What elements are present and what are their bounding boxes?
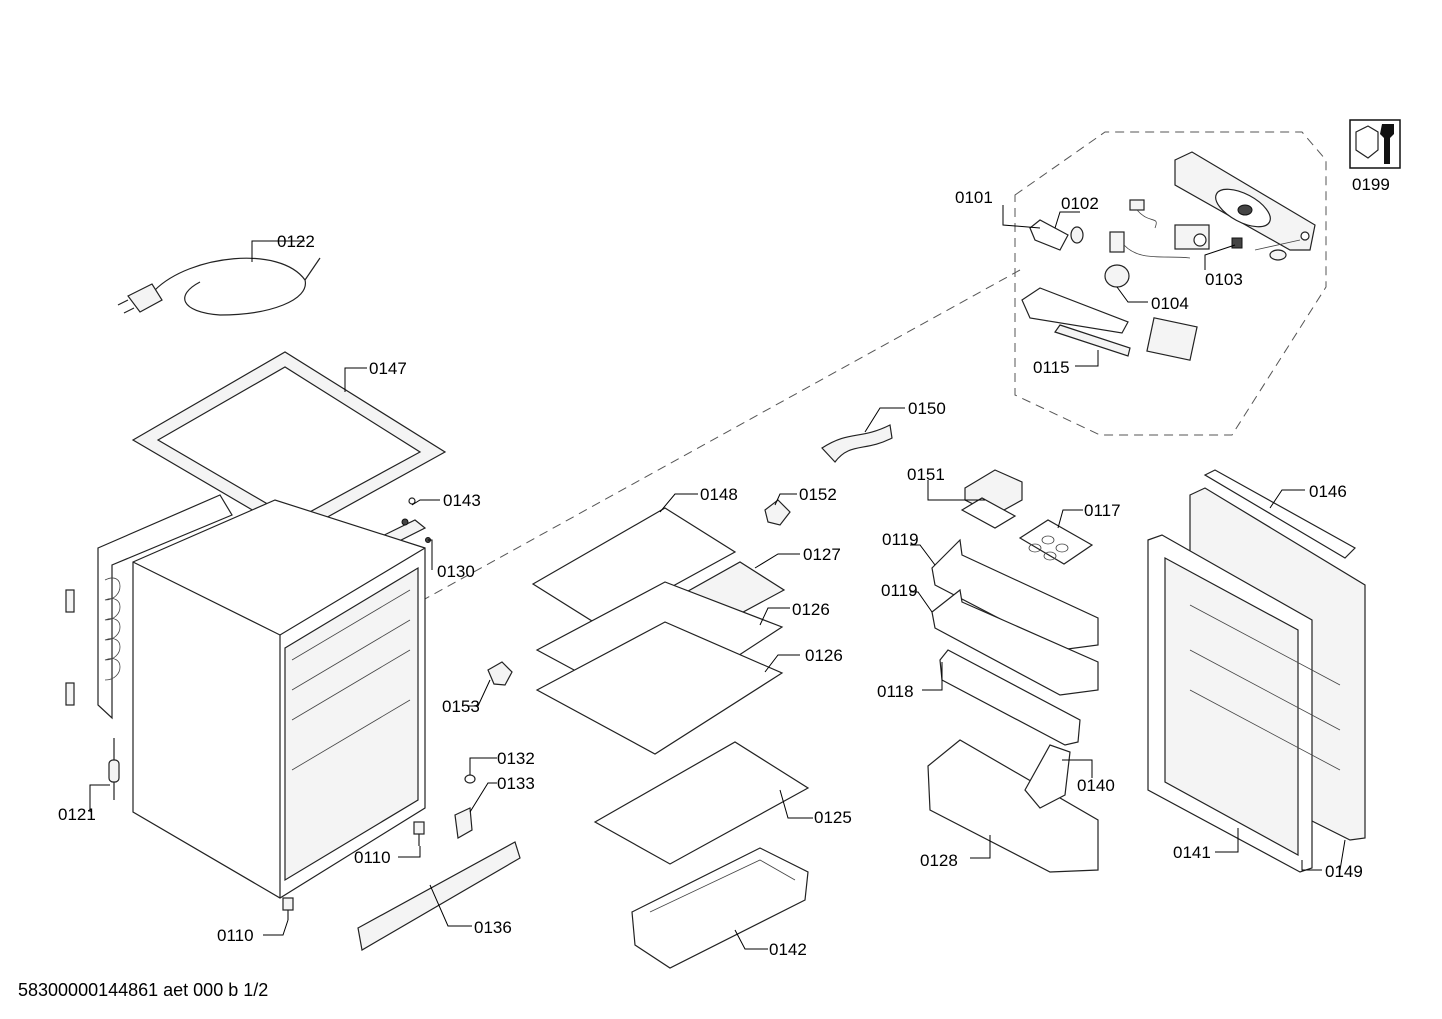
label-0103: 0103 <box>1205 270 1243 289</box>
label-0146: 0146 <box>1309 482 1347 501</box>
label-0142: 0142 <box>769 940 807 959</box>
wiring-components <box>1109 199 1301 261</box>
filter-drier <box>108 738 120 800</box>
shelves <box>531 507 786 755</box>
label-0147: 0147 <box>369 359 407 378</box>
refrigerator-cabinet <box>65 494 426 899</box>
egg-tray <box>1018 519 1094 565</box>
callout-labels: 0199 0101 0102 0103 0104 0115 0122 0147 … <box>58 175 1390 959</box>
glass-plate <box>593 741 810 865</box>
label-0115: 0115 <box>1033 358 1070 377</box>
label-0117: 0117 <box>1084 501 1121 520</box>
label-0126-lower: 0126 <box>805 646 843 665</box>
washer <box>464 774 476 784</box>
label-0132: 0132 <box>497 749 535 768</box>
label-0101: 0101 <box>955 188 993 207</box>
thermostat-knob <box>1104 264 1130 288</box>
thermostat-housing <box>1174 151 1316 251</box>
label-0153: 0153 <box>442 697 480 716</box>
assembly-group-connector <box>404 269 1021 611</box>
hinge <box>454 807 473 839</box>
label-0110-upper: 0110 <box>354 848 391 867</box>
bottle-rack <box>821 424 893 463</box>
door-stop <box>764 499 791 526</box>
lamp-cover <box>1021 287 1198 361</box>
wrench-nut-icon <box>1349 119 1401 169</box>
label-0128: 0128 <box>920 851 958 870</box>
hinge-bearing <box>487 661 513 686</box>
label-0140: 0140 <box>1077 776 1115 795</box>
label-0104: 0104 <box>1151 294 1189 313</box>
label-0136: 0136 <box>474 918 512 937</box>
assembly-group-outline <box>1014 131 1327 436</box>
label-0149: 0149 <box>1325 862 1363 881</box>
label-0143: 0143 <box>443 491 481 510</box>
power-cord <box>117 257 321 316</box>
label-0148: 0148 <box>700 485 738 504</box>
label-0130: 0130 <box>437 562 475 581</box>
label-0133: 0133 <box>497 774 535 793</box>
label-0119-lower: 0119 <box>881 581 918 600</box>
label-0141: 0141 <box>1173 843 1211 862</box>
label-0127: 0127 <box>803 545 841 564</box>
label-0152: 0152 <box>799 485 837 504</box>
label-0151: 0151 <box>907 465 945 484</box>
label-0126-upper: 0126 <box>792 600 830 619</box>
label-0122: 0122 <box>277 232 315 251</box>
label-0125: 0125 <box>814 808 852 827</box>
top-cover <box>131 351 447 536</box>
label-0119-upper: 0119 <box>882 530 919 549</box>
drawing-code: 58300000144861 aet 000 b 1/2 <box>18 980 269 1000</box>
label-0110-lower: 0110 <box>217 926 254 945</box>
label-0102: 0102 <box>1061 194 1099 213</box>
adjustable-foot <box>282 821 425 920</box>
label-0118: 0118 <box>877 682 914 701</box>
label-0150: 0150 <box>908 399 946 418</box>
door-shelves <box>927 538 1099 873</box>
label-0199: 0199 <box>1352 175 1390 194</box>
leader-lines <box>89 205 1346 950</box>
vegetable-crisper <box>631 847 809 969</box>
door <box>1147 469 1366 873</box>
plinth <box>357 841 521 951</box>
label-0121: 0121 <box>58 805 96 824</box>
butter-lid <box>960 497 1017 529</box>
